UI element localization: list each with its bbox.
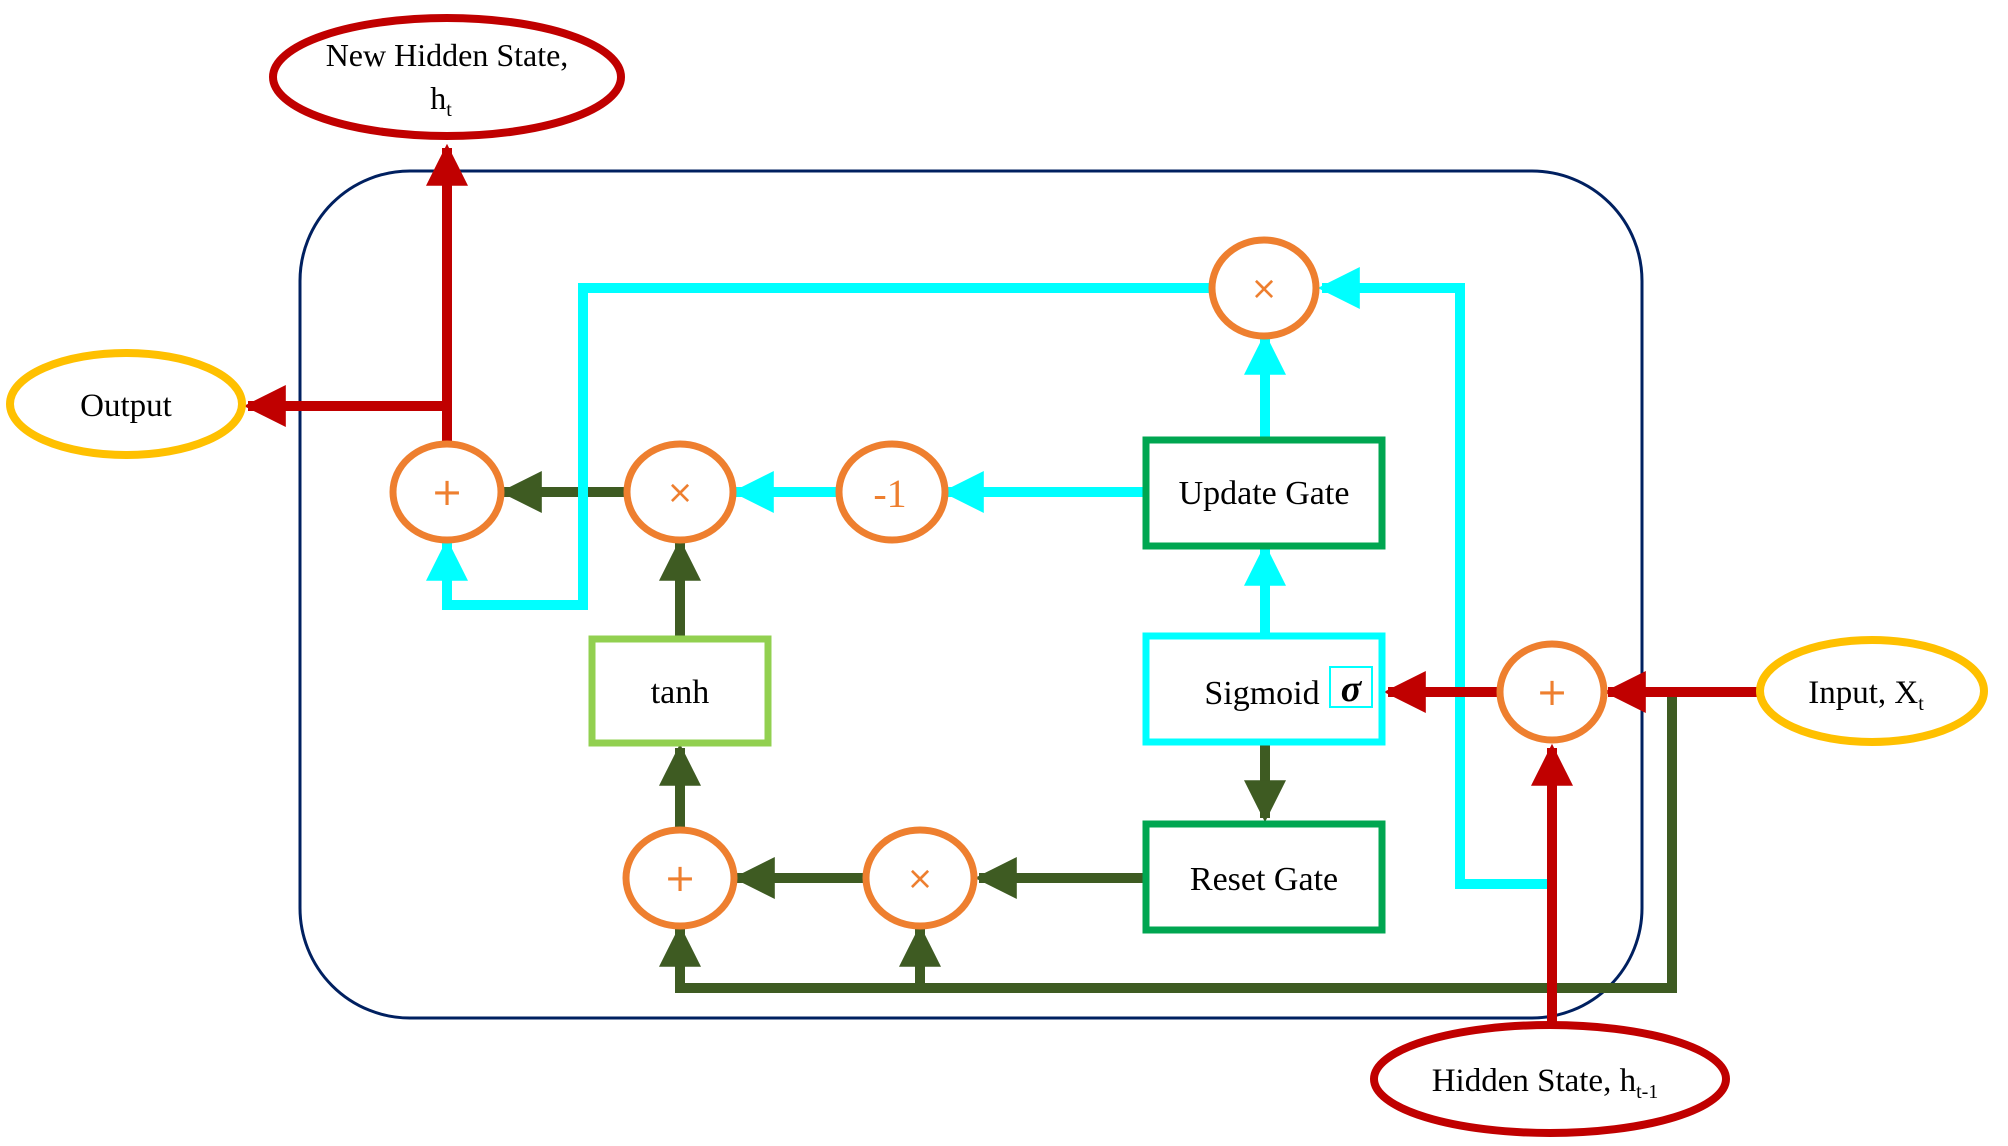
sigmoid-box [1142, 632, 1386, 746]
sigma-symbol: σ [1341, 668, 1363, 710]
red-connections [243, 143, 1760, 1033]
output-add-symbol: + [431, 470, 463, 514]
update-gate-box [1142, 436, 1386, 550]
lower-add-symbol: + [664, 856, 696, 900]
tanh-box [588, 635, 772, 747]
arrow-top-times-to-plus [426, 283, 1213, 610]
line-input-to-bottom-bus [659, 692, 1677, 993]
sigma-highlight-box [1329, 666, 1373, 708]
input-ellipse [1756, 636, 1988, 746]
cyan-connections [426, 267, 1556, 889]
new-hidden-state-label: New Hidden State, [326, 37, 569, 73]
minus-one-node [835, 440, 949, 544]
minus-one-symbol: -1 [873, 471, 906, 516]
reset-multiply-symbol: × [907, 859, 934, 897]
top-multiply-symbol: × [1251, 269, 1278, 307]
new-hidden-state-var: ht [430, 80, 452, 121]
output-label: Output [80, 388, 172, 424]
lower-add-node [622, 826, 738, 930]
upper-multiply-node [623, 440, 737, 544]
arrow-hidden-to-top-times [1317, 267, 1556, 889]
input-label: Input, Xt [1808, 675, 1924, 715]
input-add-symbol: + [1536, 670, 1568, 714]
upper-multiply-symbol: × [667, 473, 694, 511]
operator-nodes [389, 236, 1608, 930]
hidden-state-ellipse [1370, 1021, 1730, 1137]
output-add-node [389, 440, 505, 544]
update-gate-label: Update Gate [1179, 475, 1350, 512]
tanh-label: tanh [651, 674, 710, 711]
sigmoid-label: Sigmoid [1204, 675, 1319, 712]
dark-green-connections [499, 471, 1677, 993]
hidden-state-label: Hidden State, ht-1 [1432, 1063, 1659, 1103]
top-multiply-node [1208, 236, 1320, 340]
gru-cell-boundary [298, 169, 1644, 1020]
reset-multiply-node [862, 826, 978, 930]
reset-gate-label: Reset Gate [1190, 861, 1338, 898]
input-add-node [1496, 640, 1608, 744]
output-ellipse [6, 349, 246, 459]
new-hidden-state-ellipse [269, 14, 625, 140]
reset-gate-box [1142, 820, 1386, 934]
